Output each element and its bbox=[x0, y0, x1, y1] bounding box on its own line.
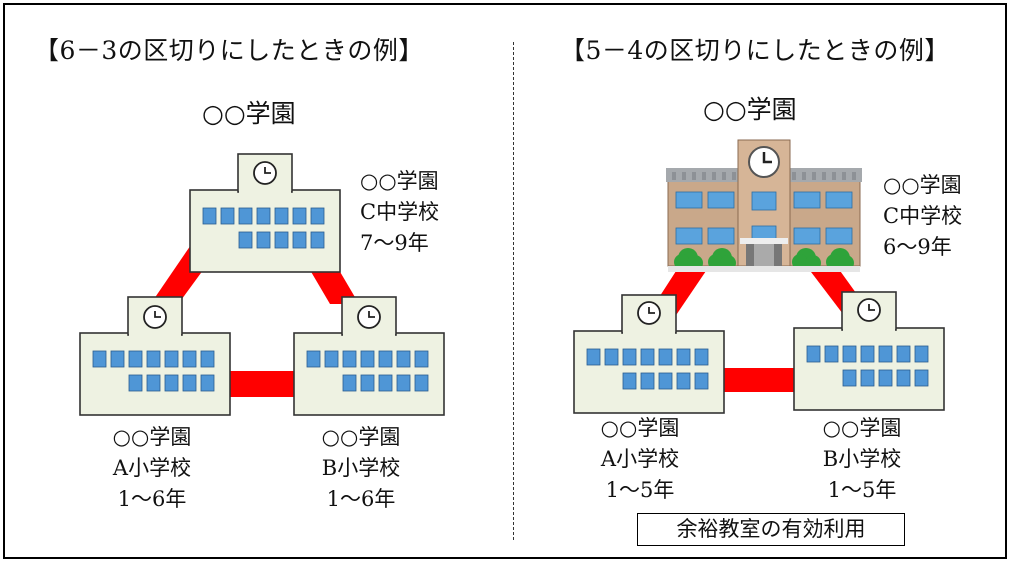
clock-icon bbox=[143, 305, 167, 329]
right-school-b-label: ○○学園 B小学校 1～5年 bbox=[822, 416, 902, 502]
note-box: 余裕教室の有効利用 bbox=[637, 513, 905, 546]
clock-icon bbox=[357, 305, 381, 329]
left-heading: 【6－3の区切りにしたときの例】 bbox=[34, 36, 424, 65]
right-title: ○○学園 bbox=[703, 95, 797, 124]
left-school-b-label: ○○学園 B小学校 1～6年 bbox=[321, 425, 401, 511]
left-school-c-label: ○○学園 C中学校 7～9年 bbox=[360, 169, 440, 255]
connector-right-ab bbox=[718, 368, 798, 392]
clock-icon bbox=[253, 161, 277, 185]
diagram-frame bbox=[3, 3, 1007, 559]
left-school-a-label: ○○学園 A小学校 1～6年 bbox=[112, 425, 192, 511]
right-school-a-label: ○○学園 A小学校 1～5年 bbox=[600, 416, 680, 502]
connector-left-ab bbox=[228, 371, 296, 397]
right-school-c-label: ○○学園 C中学校 6～9年 bbox=[883, 173, 963, 259]
right-heading: 【5－4の区切りにしたときの例】 bbox=[560, 36, 950, 65]
clock-icon bbox=[637, 301, 661, 325]
clock-icon bbox=[857, 298, 881, 322]
section-divider bbox=[513, 42, 514, 540]
school-c-building-icon bbox=[664, 138, 864, 274]
left-title: ○○学園 bbox=[202, 99, 296, 128]
